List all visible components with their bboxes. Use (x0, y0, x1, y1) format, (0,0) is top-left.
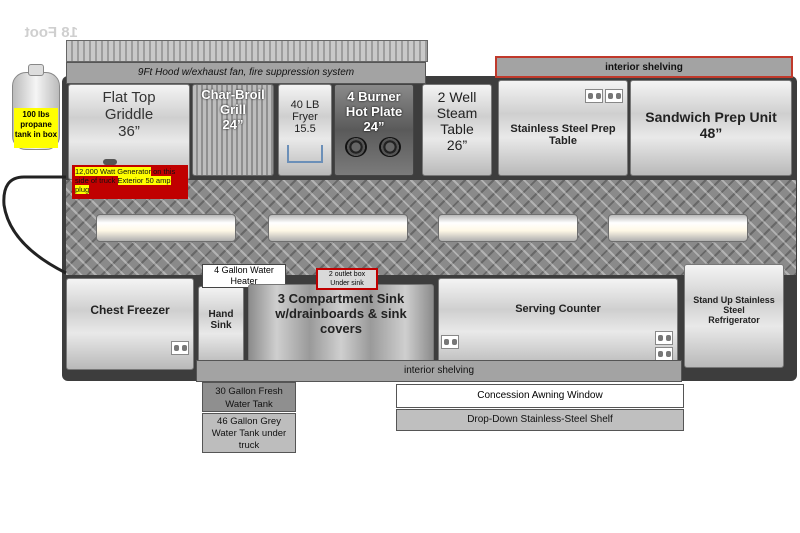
chest-freezer-label: Chest Freezer (90, 303, 170, 317)
fryer-label-2: Fryer (292, 111, 318, 123)
hood-label: 9Ft Hood w/exhaust fan, fire suppression… (66, 62, 426, 84)
prep-table-label-2: Table (549, 135, 577, 147)
grey-tank-line-1: 46 Gallon Grey (217, 416, 281, 427)
ceiling-light (438, 214, 578, 242)
stand-up-refrigerator: Stand Up Stainless Steel Refrigerator (684, 264, 784, 368)
fryer: 40 LB Fryer 15.5 (278, 84, 332, 176)
ceiling-light (268, 214, 408, 242)
sandwich-prep-unit: Sandwich Prep Unit 48” (630, 80, 792, 176)
sandwich-label-2: 48” (699, 125, 723, 141)
hot-plate-label-3: 24” (363, 119, 385, 134)
steam-table-label-3: Table (440, 121, 474, 137)
fryer-basket-icon (287, 145, 323, 163)
outlet-box-label: 2 outlet box Under sink (316, 268, 378, 290)
concession-awning-window: Concession Awning Window (396, 384, 684, 408)
grey-water-tank: 46 Gallon Grey Water Tank under truck (202, 413, 296, 453)
grey-tank-line-2: Water Tank under (211, 428, 287, 439)
exterior-plug-highlight: Exterior 50 (117, 176, 154, 185)
griddle-label-1: Flat Top (102, 89, 156, 106)
serving-counter: Serving Counter (438, 278, 678, 368)
fresh-water-tank: 30 Gallon Fresh Water Tank (202, 382, 296, 412)
hot-plate-label-2: Hot Plate (345, 104, 403, 119)
stainless-prep-table: Stainless Steel Prep Table (498, 80, 628, 176)
grey-tank-line-3: truck (238, 440, 260, 451)
steam-table-label-4: 26” (446, 137, 468, 153)
interior-shelving-top: interior shelving (495, 56, 793, 78)
generator-label: 12,000 Watt Generator on this side of tr… (72, 165, 188, 199)
outlet-box-line-2: Under sink (330, 280, 364, 287)
generator-highlight: 12,000 Watt Generator (75, 167, 152, 176)
refrigerator-label-2: Steel (723, 305, 745, 315)
char-broil-label-3: 24” (222, 117, 244, 132)
chest-freezer: Chest Freezer (66, 278, 194, 370)
ceiling-light (96, 214, 236, 242)
steam-table: 2 Well Steam Table 26” (422, 84, 492, 176)
propane-tank-valve-icon (28, 64, 44, 76)
propane-tank-label: 100 lbs propane tank in box (14, 108, 58, 148)
refrigerator-label-3: Refrigerator (708, 315, 760, 325)
griddle-knob-icon (103, 159, 117, 165)
trailer-tongue-icon (2, 175, 67, 275)
interior-shelving-bottom: interior shelving (196, 360, 682, 382)
comp-sink-label-1: 3 Compartment Sink (277, 291, 405, 306)
counter-outlet (655, 331, 673, 345)
freezer-outlet (171, 341, 189, 355)
generator-text: on this side of truck (75, 167, 176, 185)
three-compartment-sink: 3 Compartment Sink w/drainboards & sink … (248, 284, 434, 366)
char-broil-label-2: Grill (219, 102, 246, 117)
refrigerator-label-1: Stand Up Stainless (693, 295, 775, 305)
prep-table-label-1: Stainless Steel Prep (510, 123, 616, 135)
drop-down-shelf: Drop-Down Stainless-Steel Shelf (396, 409, 684, 431)
comp-sink-label-2: w/drainboards & sink (275, 306, 407, 321)
hood-vent (66, 40, 428, 62)
sandwich-label-1: Sandwich Prep Unit (645, 109, 777, 125)
prep-table-outlet (605, 89, 623, 103)
counter-outlet (441, 335, 459, 349)
ceiling-light (608, 214, 748, 242)
griddle-label-2: Griddle (104, 106, 154, 123)
char-broil-grill: Char-Broil Grill 24” (192, 84, 274, 176)
flat-top-griddle: Flat Top Griddle 36” (68, 84, 190, 180)
hand-sink: Hand Sink (198, 286, 244, 366)
fryer-label-3: 15.5 (294, 123, 316, 135)
hot-plate-label-1: 4 Burner (347, 89, 401, 104)
prep-table-outlet (585, 89, 603, 103)
outlet-box-line-1: 2 outlet box (328, 271, 366, 278)
char-broil-label-1: Char-Broil (201, 87, 265, 102)
steam-table-label-1: 2 Well (437, 89, 477, 105)
fresh-tank-line-2: Water Tank (225, 399, 273, 410)
fresh-tank-line-1: 30 Gallon Fresh (215, 386, 283, 397)
hand-sink-label-1: Hand (208, 309, 234, 320)
counter-outlet (655, 347, 673, 361)
griddle-label-3: 36” (118, 123, 140, 140)
hot-plate: 4 Burner Hot Plate 24” (334, 84, 414, 176)
comp-sink-label-3: covers (320, 321, 362, 336)
serving-counter-label: Serving Counter (515, 303, 601, 315)
steam-table-label-2: Steam (436, 105, 478, 121)
hand-sink-label-2: Sink (210, 320, 232, 331)
burner-icon (379, 137, 401, 157)
burner-icon (345, 137, 367, 157)
fryer-label-1: 40 LB (290, 99, 320, 111)
